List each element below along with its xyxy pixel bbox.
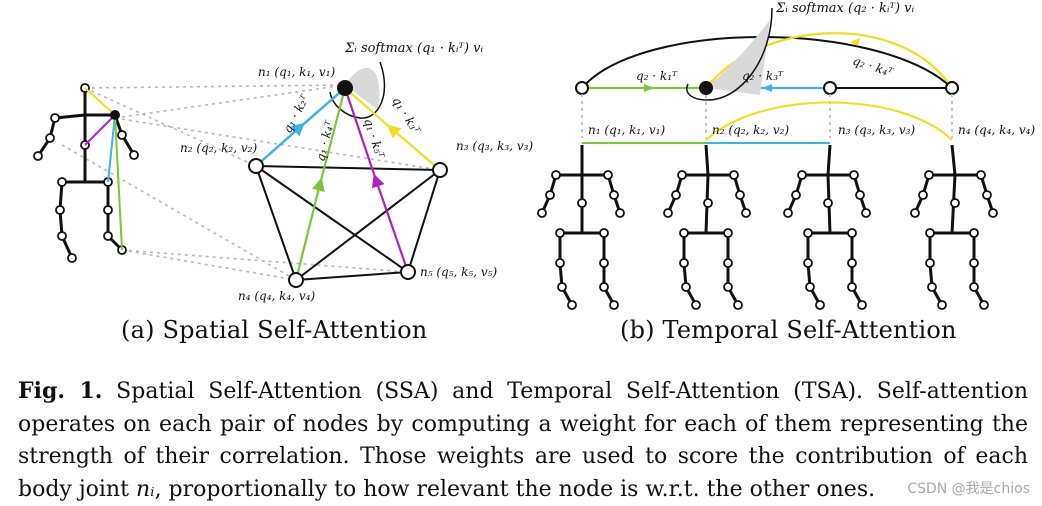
skeleton-frame-3 [783,144,871,310]
t-node-label-n2: n₂ (q₂, k₂, v₂) [712,123,789,137]
edge-label-q1k4: q₁ · k₄ᵀ [313,119,337,163]
skeleton-frame-4 [910,144,998,310]
skeleton-query-joint [110,110,120,120]
node-label-n5: n₅ (q₅, k₅, v₅) [420,265,497,279]
subcaption-a: (a) Spatial Self-Attention [121,316,428,344]
skeleton-frame-1 [537,145,625,310]
spatial-attention-diagram: n₁ (q₁, k₁, v₁) n₂ (q₂, k₂, v₂) n₃ (q₃, … [33,41,533,303]
sum-formula-b: Σᵢ softmax (q₂ · kᵢᵀ) vᵢ [775,1,915,16]
t-node-label-n1: n₁ (q₁, k₁, v₁) [588,123,665,137]
temporal-attention-diagram: n₁ (q₁, k₁, v₁) n₂ (q₂, k₂, v₂) n₃ (q₃, … [537,1,1035,310]
skeleton-frame-2 [663,144,751,310]
skeleton-attention-edges [84,87,123,251]
node-label-n4: n₄ (q₄, k₄, v₄) [238,289,315,303]
subcaption-b: (b) Temporal Self-Attention [620,316,957,344]
temporal-query-node [699,81,713,95]
node-n2 [248,158,264,174]
skeleton-frames [537,144,998,310]
t-edge-label-q2k4: q₂ · k₄ᵀ [851,54,895,80]
skeleton-joints [33,83,139,263]
node-n4 [288,272,304,288]
caption-math: nᵢ [135,476,155,502]
t-edge-label-q2k1: q₂ · k₁ᵀ [636,69,678,83]
edge-label-q1k5: q₁ · k₅ᵀ [361,117,387,161]
caption-text-after: , proportionally to how relevant the nod… [154,476,876,502]
node-n1 [337,80,353,96]
attention-highlight [345,67,380,110]
caption-text-before: Spatial Self-Attention (SSA) and Tempora… [18,379,1028,502]
node-n3 [432,162,448,178]
node-label-n1: n₁ (q₁, k₁, v₁) [258,65,335,79]
t-edge-label-q2k3: q₂ · k₃ᵀ [742,69,784,83]
correspondence-lines [61,84,441,281]
node-n5 [400,264,416,280]
figure-label: Fig. 1. [18,378,103,404]
figure-caption: Fig. 1. Spatial Self-Attention (SSA) and… [18,375,1028,506]
spatial-attention-edges [255,87,441,281]
node-label-n3: n₃ (q₃, k₃, v₃) [456,139,533,153]
sum-formula-a: Σᵢ softmax (q₁ · kᵢᵀ) vᵢ [344,41,484,56]
graph-edges [255,165,441,281]
graph-nodes [248,158,448,288]
t-node-label-n3: n₃ (q₃, k₃, v₃) [838,123,915,137]
watermark: CSDN @我是chios [907,481,1030,497]
node-label-n2: n₂ (q₂, k₂, v₂) [180,141,257,155]
t-node-label-n4: n₄ (q₄, k₄, v₄) [958,123,1035,137]
figure-canvas: n₁ (q₁, k₁, v₁) n₂ (q₂, k₂, v₂) n₃ (q₃, … [33,1,1035,310]
